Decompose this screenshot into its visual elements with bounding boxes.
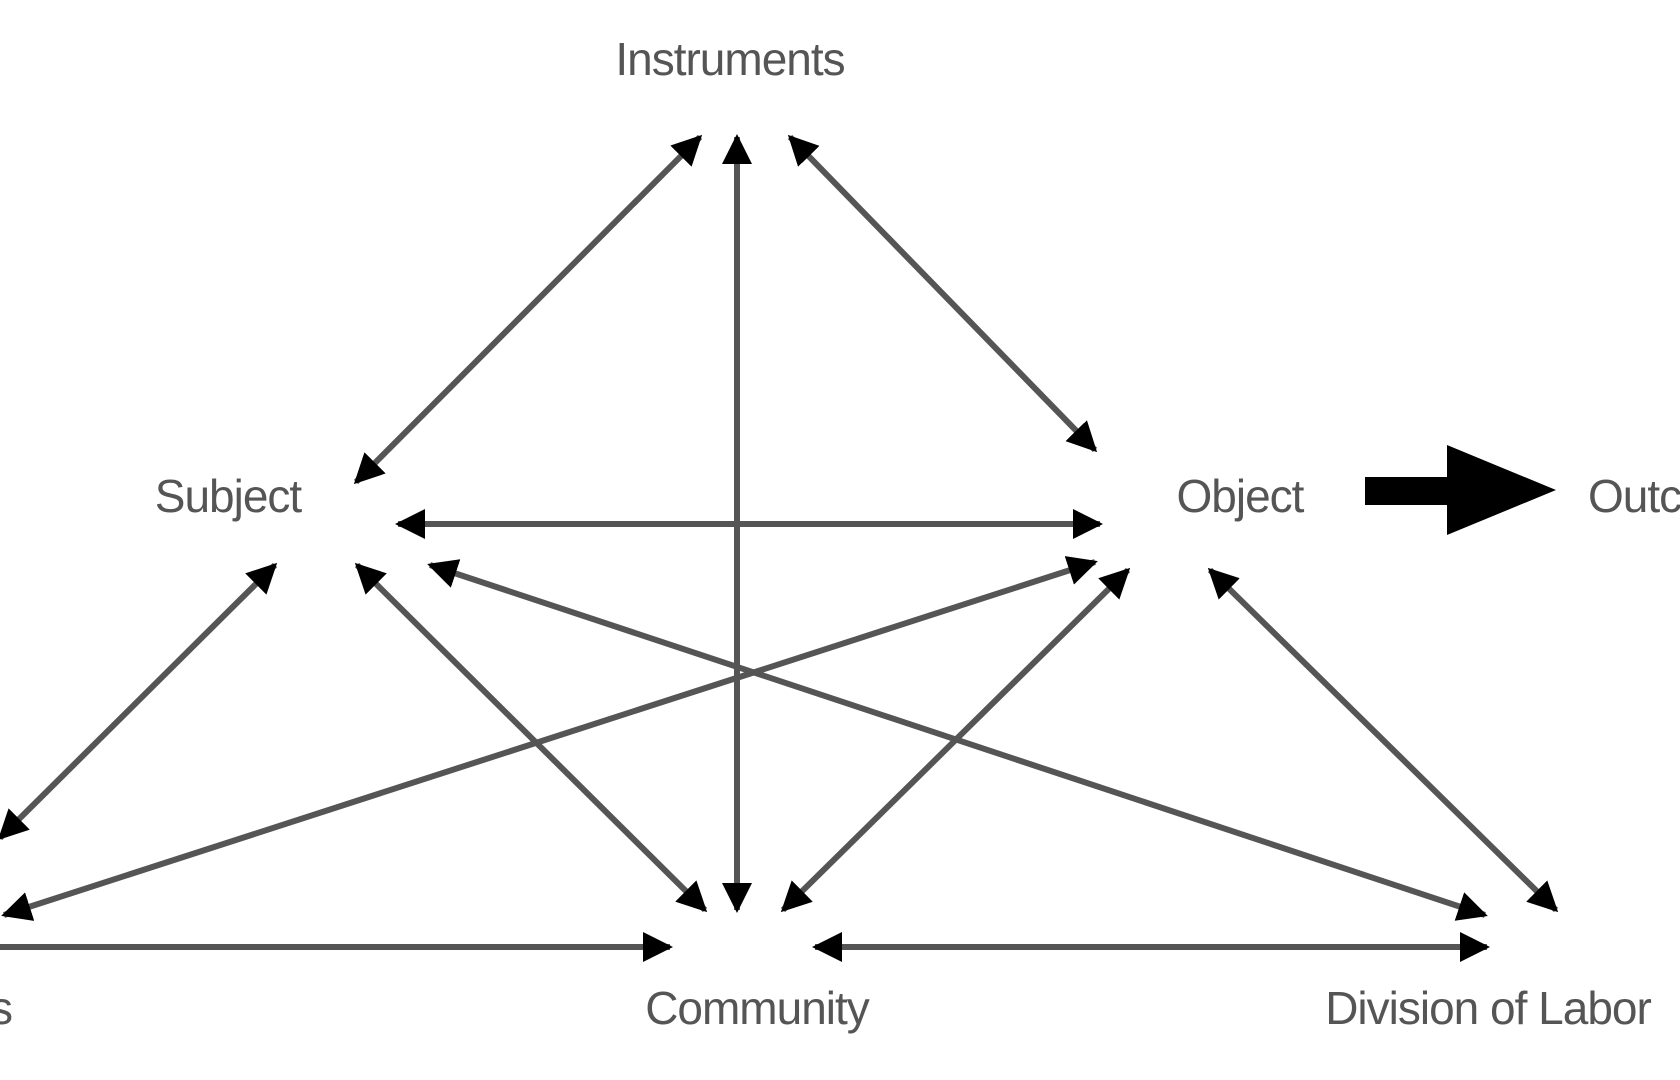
node-rules: Rules (0, 982, 12, 1034)
edge-object-community (780, 567, 1131, 913)
node-subject: Subject (155, 470, 303, 522)
edge-subject-rules (0, 562, 278, 841)
edges (0, 134, 1559, 962)
node-object: Object (1177, 470, 1305, 522)
edge-instruments-object (787, 134, 1098, 453)
edge-object-division (1207, 567, 1559, 913)
edge-object-rules (1, 556, 1098, 921)
edge-subject-community (354, 562, 708, 913)
node-labels: Instruments Subject Object Outcome Rules… (0, 33, 1680, 1034)
node-instruments: Instruments (615, 33, 844, 85)
node-community: Community (645, 982, 870, 1034)
outcome-arrow (1365, 445, 1556, 535)
edge-instruments-subject (353, 134, 703, 485)
node-division-of-labor: Division of Labor (1325, 982, 1651, 1034)
node-outcome: Outcome (1588, 470, 1680, 522)
